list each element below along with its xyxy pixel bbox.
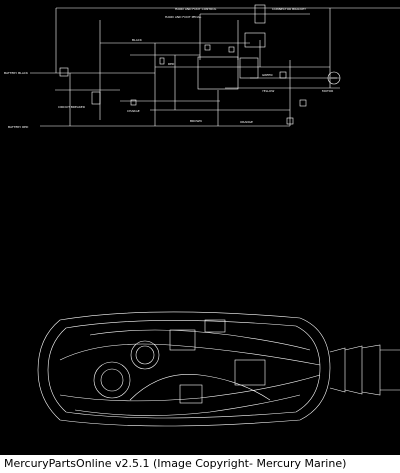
label-charge: CHARGE bbox=[127, 109, 140, 113]
wiring-labels: BATTERY BLACK BATTERY RED HAND AND FOOT … bbox=[4, 7, 333, 129]
label-hand-foot-control: HAND AND FOOT CONTROL bbox=[175, 7, 217, 11]
label-circuit-breaker: CIRCUIT BREAKER bbox=[58, 105, 85, 109]
label-connector-bracket: CONNECTOR BRACKET bbox=[272, 7, 306, 11]
wiring-schematic bbox=[30, 4, 400, 127]
label-battery-black: BATTERY BLACK bbox=[4, 71, 29, 75]
label-black: BLACK bbox=[132, 38, 143, 42]
label-yellow: YELLOW bbox=[262, 89, 274, 93]
label-red: RED bbox=[168, 62, 175, 66]
label-foot-control: HAND AND FOOT PEDAL bbox=[165, 15, 202, 19]
label-brown: BROWN bbox=[190, 119, 202, 123]
motor-head-cutaway bbox=[37, 311, 400, 427]
wiring-diagram: BATTERY BLACK BATTERY RED HAND AND FOOT … bbox=[4, 4, 400, 427]
copyright-footer: MercuryPartsOnline v2.5.1 (Image Copyrig… bbox=[0, 455, 400, 473]
label-motor: MOTOR bbox=[322, 89, 333, 93]
label-orange: ORANGE bbox=[240, 120, 253, 124]
label-green: GREEN bbox=[262, 73, 272, 77]
label-battery-red: BATTERY RED bbox=[8, 125, 29, 129]
